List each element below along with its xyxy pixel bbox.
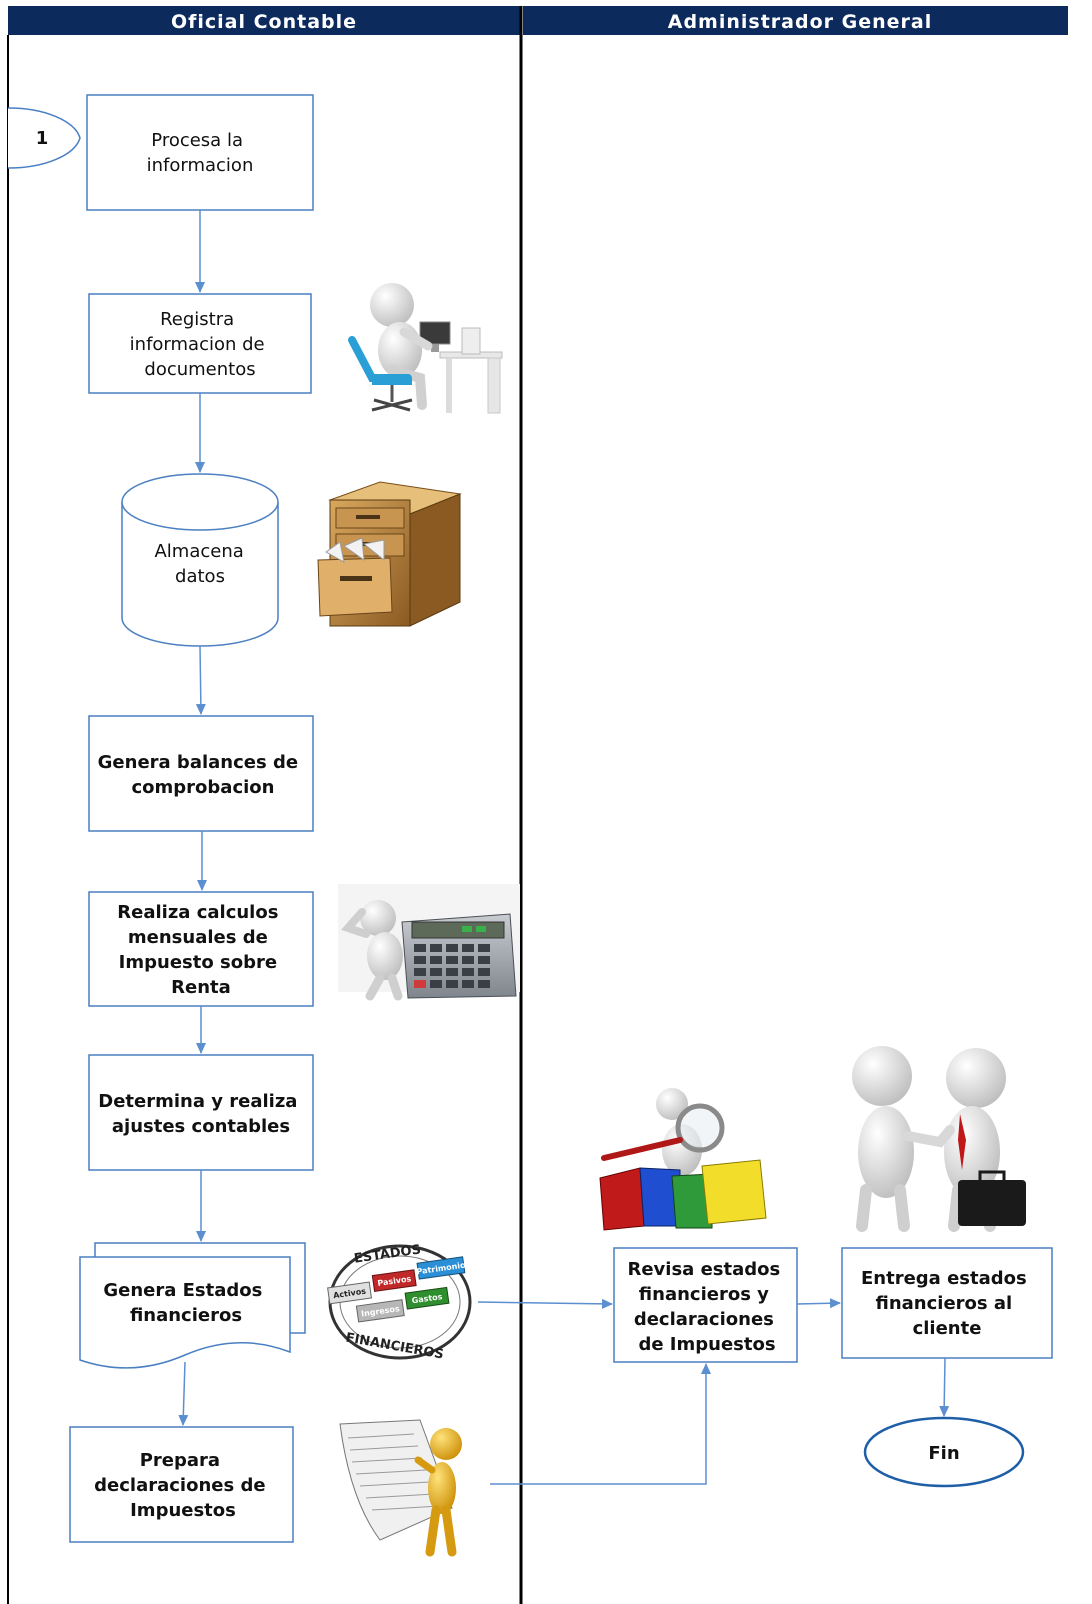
person-computer-illustration bbox=[348, 283, 503, 414]
arrow-revisa-entrega bbox=[796, 1298, 841, 1309]
handshake-illustration bbox=[852, 1046, 1026, 1232]
node-prepara: Prepara declaraciones de Impuestos bbox=[69, 1426, 294, 1543]
seal-tile-gastos: Gastos bbox=[411, 1292, 443, 1305]
arrow-prepara-revisa bbox=[490, 1363, 711, 1485]
node-determina: Determina y realiza ajustes contables bbox=[88, 1054, 314, 1171]
node-genera-estados: Genera Estados financieros bbox=[79, 1242, 306, 1369]
node-registra-text: Registra informacion de documentos bbox=[130, 309, 271, 380]
node-fin: Fin bbox=[863, 1416, 1025, 1488]
node-genera-balances: Genera balances de comprobacion bbox=[88, 715, 314, 832]
node-determina-text: Determina y realiza ajustes contables bbox=[98, 1091, 303, 1137]
connector-1: 1 bbox=[7, 107, 81, 169]
arrow-almacena-balances bbox=[195, 645, 206, 715]
node-almacena-text: Almacena datos bbox=[154, 541, 249, 587]
node-realiza-calculos: Realiza calculos mensuales de Impuesto s… bbox=[88, 891, 314, 1007]
node-prepara-text: Prepara declaraciones de Impuestos bbox=[94, 1450, 272, 1521]
node-registra: Registra informacion de documentos bbox=[88, 293, 312, 394]
node-genera-balances-text: Genera balances de comprobacion bbox=[98, 752, 305, 798]
node-revisa-text: Revisa estados financieros y declaracion… bbox=[627, 1259, 786, 1355]
node-realiza-calculos-text: Realiza calculos mensuales de Impuesto s… bbox=[117, 902, 284, 998]
arrow-entrega-fin bbox=[939, 1357, 950, 1417]
lane-header-admin: Administrador General bbox=[523, 6, 1068, 35]
node-fin-text: Fin bbox=[928, 1443, 959, 1464]
flow-arrows bbox=[178, 210, 950, 1485]
lane-title-admin: Administrador General bbox=[668, 11, 932, 33]
filing-cabinet-illustration bbox=[317, 481, 462, 627]
node-procesa: Procesa la informacion bbox=[86, 94, 314, 211]
folders-magnifier-illustration bbox=[599, 1088, 767, 1231]
arrow-estados-prepara bbox=[178, 1361, 189, 1426]
lane-title-oficial: Oficial Contable bbox=[171, 11, 357, 33]
connector-label: 1 bbox=[36, 128, 49, 149]
node-procesa-text: Procesa la informacion bbox=[147, 130, 254, 176]
node-genera-estados-text: Genera Estados financieros bbox=[103, 1280, 268, 1326]
tax-document-illustration bbox=[339, 1419, 462, 1557]
estados-financieros-seal-illustration: ESTADOS FINANCIEROS Activos Pasivos Patr… bbox=[327, 1242, 472, 1363]
node-entrega: Entrega estados financieros al cliente bbox=[841, 1247, 1053, 1359]
node-revisa: Revisa estados financieros y declaracion… bbox=[613, 1247, 798, 1363]
lane-header-oficial: Oficial Contable bbox=[8, 6, 520, 35]
arrow-estados-revisa bbox=[477, 1298, 613, 1309]
node-almacena: Almacena datos bbox=[121, 473, 279, 647]
node-entrega-text: Entrega estados financieros al cliente bbox=[861, 1268, 1033, 1339]
calculator-illustration bbox=[338, 884, 520, 1001]
